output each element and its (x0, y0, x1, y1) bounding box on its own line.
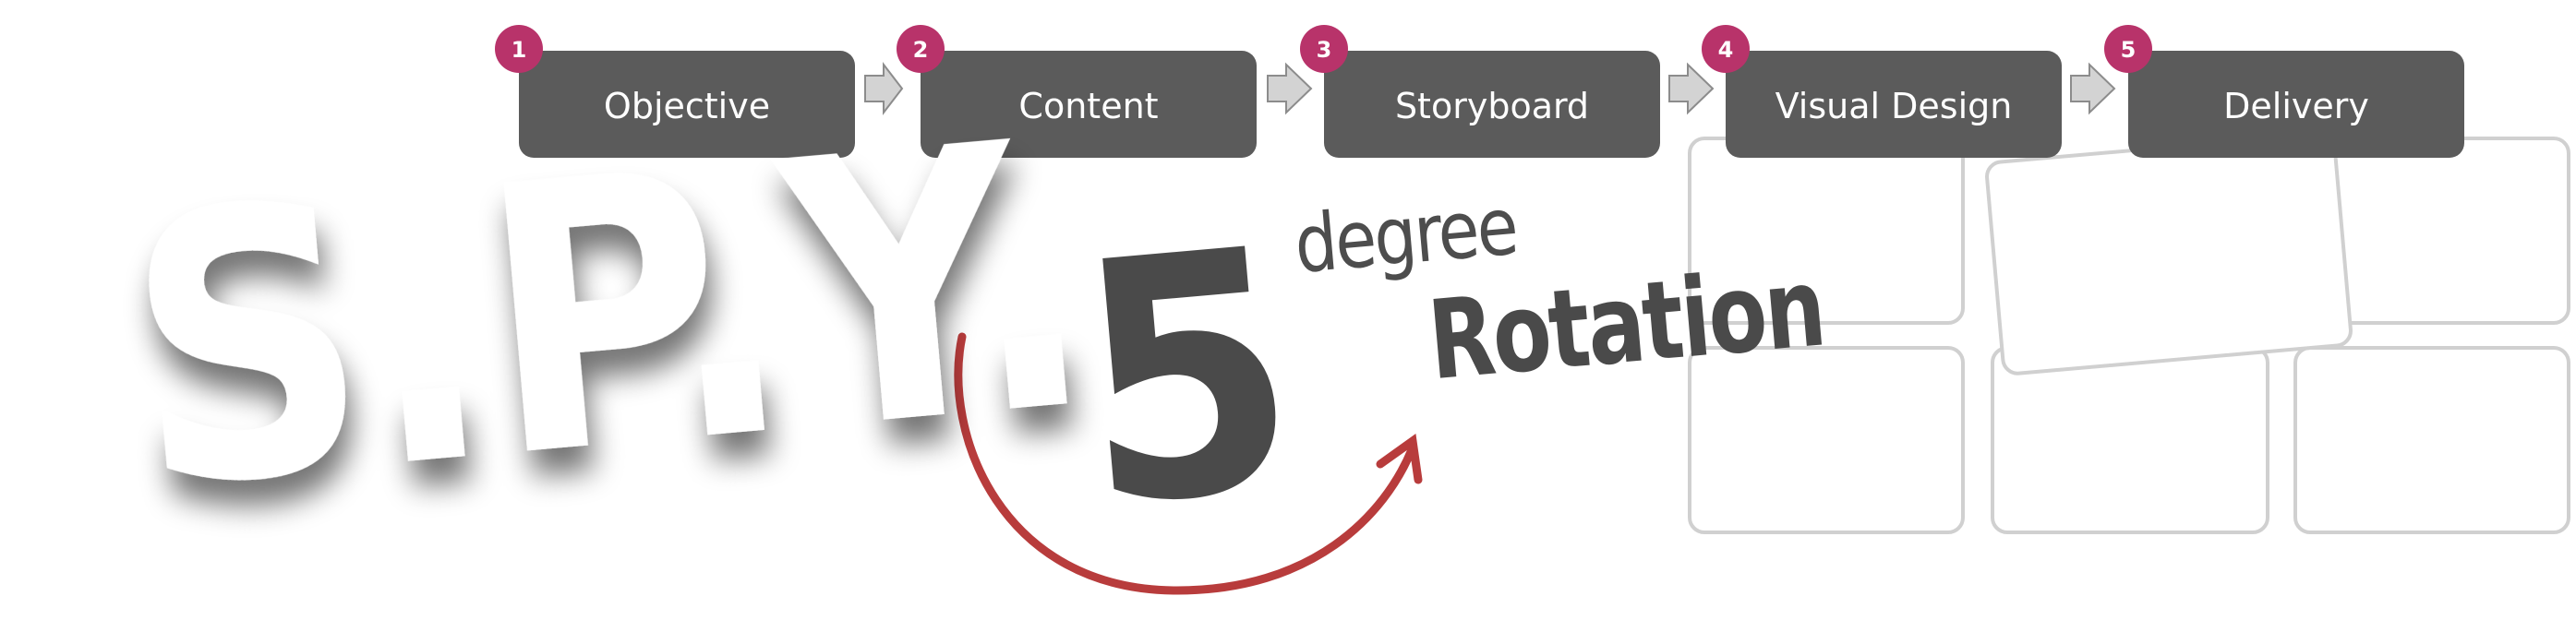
step-box (1726, 51, 2062, 158)
step-number-badge: 2 (897, 25, 945, 73)
step-label: Visual Design (1776, 86, 2013, 126)
headline-small-word: degree (1291, 181, 1520, 292)
svg-text:3: 3 (1317, 37, 1332, 63)
headline-letters: S.P.Y. (114, 61, 1108, 572)
chevron-arrow-right-icon (2070, 62, 2116, 115)
step-number-badge: 5 (2104, 25, 2152, 73)
step-label: Storyboard (1395, 86, 1589, 126)
step-number-badge: 1 (495, 25, 543, 73)
step-box (2128, 51, 2464, 158)
storyboard-card (1688, 346, 1965, 534)
step-visual-design: Visual Design (1726, 51, 2062, 158)
svg-text:2: 2 (913, 37, 929, 63)
step-number-badge: 3 (1300, 25, 1348, 73)
storyboard-cards (1688, 132, 2570, 534)
step-content: Content (921, 51, 1257, 158)
storyboard-card (2293, 346, 2570, 534)
process-steps: Objective Content Storyboard Visual Desi… (519, 51, 2464, 158)
step-label: Content (1018, 86, 1158, 126)
step-objective: Objective (519, 51, 855, 158)
svg-text:4: 4 (1718, 37, 1734, 63)
step-badges: 1 2 3 4 5 (495, 25, 2152, 73)
storyboard-card-rotated (1985, 132, 2353, 376)
step-box (519, 51, 855, 158)
step-delivery: Delivery (2128, 51, 2464, 158)
svg-text:1: 1 (512, 37, 527, 63)
headline-number: 5 (1065, 177, 1310, 580)
chevron-arrow-right-icon (1267, 62, 1313, 115)
step-storyboard: Storyboard (1324, 51, 1660, 158)
step-label: Delivery (2223, 86, 2369, 126)
step-connectors (864, 62, 2116, 115)
curved-arrow-icon (954, 332, 1423, 595)
step-number-badge: 4 (1702, 25, 1750, 73)
chevron-arrow-right-icon (864, 62, 904, 115)
svg-text:5: 5 (2121, 37, 2137, 63)
chevron-arrow-right-icon (1668, 62, 1715, 115)
step-box (921, 51, 1257, 158)
step-label: Objective (604, 86, 770, 126)
storyboard-card (1991, 346, 2269, 534)
step-box (1324, 51, 1660, 158)
